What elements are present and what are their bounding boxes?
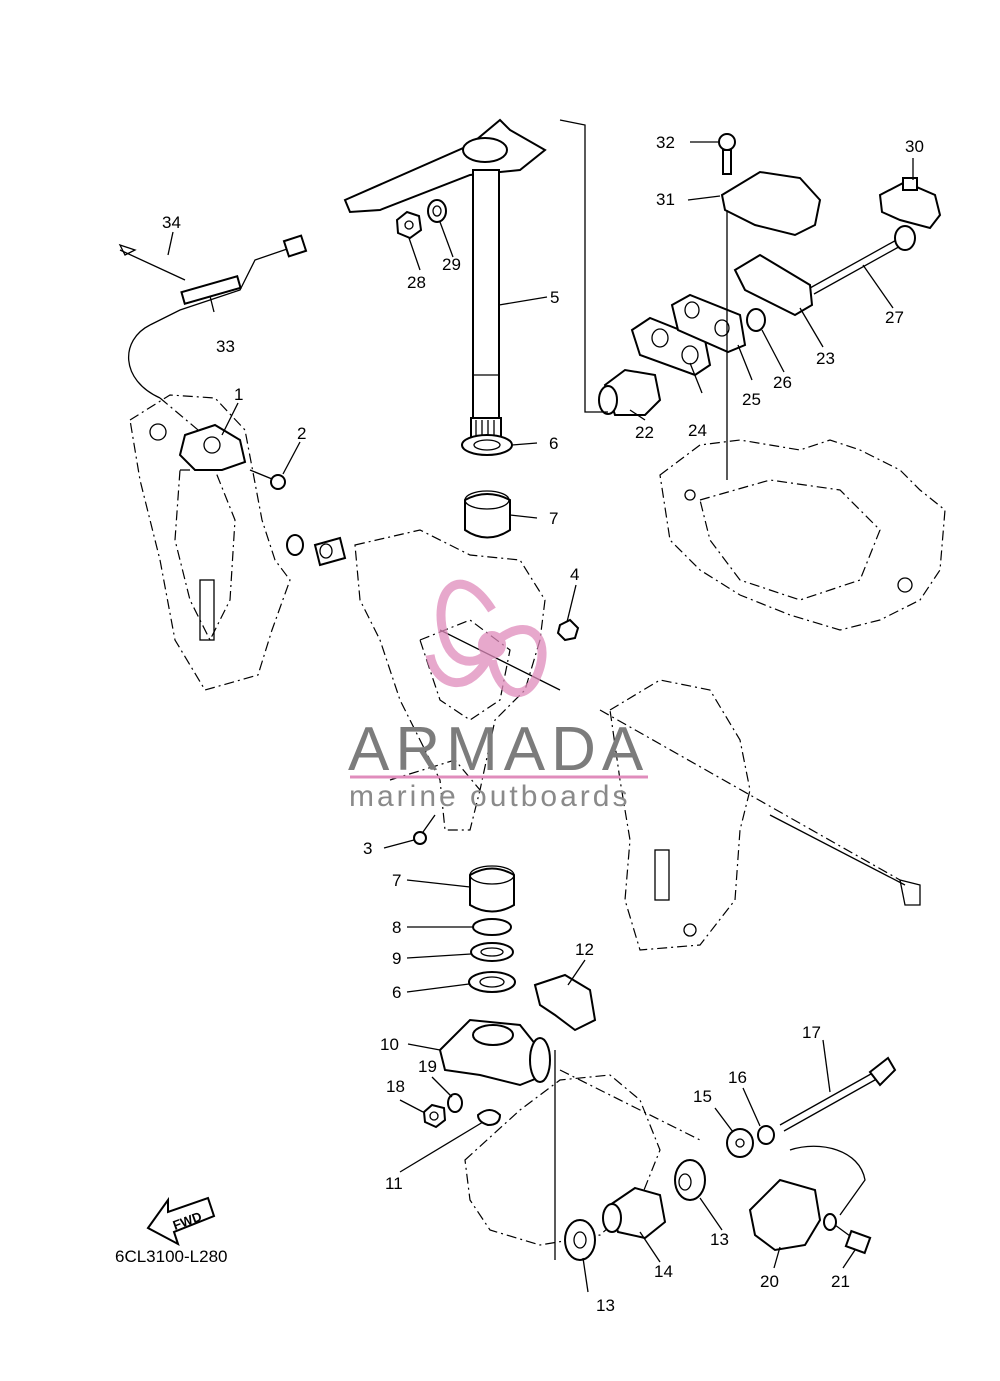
callout-31: 31 — [656, 190, 675, 209]
callout-14: 14 — [654, 1262, 673, 1281]
lower-mount-housing — [464, 1050, 701, 1260]
callout-8: 8 — [392, 918, 401, 937]
callout-12: 12 — [575, 940, 594, 959]
callout-26: 26 — [773, 373, 792, 392]
diagram-code: 6CL3100-L280 — [115, 1247, 227, 1266]
part-7-bushing-upper — [464, 490, 511, 539]
callout-32: 32 — [656, 133, 675, 152]
upper-casing — [659, 439, 946, 631]
callout-30: 30 — [905, 137, 924, 156]
callout-3: 3 — [363, 839, 372, 858]
callout-13-rear: 13 — [710, 1230, 729, 1249]
part-13-bushing-front — [564, 1219, 596, 1261]
swivel-pin-left — [286, 534, 347, 567]
callout-19: 19 — [418, 1057, 437, 1076]
armada-watermark: ARMADA marine outboards — [348, 579, 649, 813]
callout-17: 17 — [802, 1023, 821, 1042]
watermark-brand: ARMADA — [348, 715, 649, 784]
callout-1: 1 — [234, 385, 243, 404]
part-10-steering-arm — [438, 1018, 551, 1087]
part-22-mount-rubber — [598, 368, 662, 416]
callout-11: 11 — [385, 1174, 403, 1193]
part-3-screw — [413, 814, 436, 845]
part-30-clip — [878, 177, 942, 230]
part-15-washer — [726, 1128, 754, 1158]
callout-22: 22 — [635, 423, 654, 442]
callout-15: 15 — [693, 1087, 712, 1106]
callout-27: 27 — [885, 308, 904, 327]
callout-21: 21 — [831, 1272, 850, 1291]
callout-7-upper: 7 — [549, 509, 558, 528]
callout-13-front: 13 — [596, 1296, 615, 1315]
part-9-washer — [470, 942, 514, 962]
part-6-washer-lower — [468, 971, 516, 993]
part-16-washer — [757, 1125, 775, 1145]
part-2-screw — [249, 469, 286, 490]
callout-7-lower: 7 — [392, 871, 401, 890]
callout-23: 23 — [816, 349, 835, 368]
part-6-washer-upper — [461, 434, 513, 456]
part-8-o-ring — [472, 918, 512, 936]
callout-labels: 1 2 3 4 5 6 6 7 7 8 9 10 11 12 13 13 14 … — [162, 133, 924, 1315]
part-4-grease-nipple — [556, 618, 580, 642]
part-19-washer — [447, 1093, 463, 1113]
part-31-cover — [720, 170, 822, 237]
part-1-sensor — [178, 423, 247, 471]
callout-20: 20 — [760, 1272, 779, 1291]
part-12-stopper — [533, 973, 597, 1032]
right-clamp-bracket — [609, 679, 751, 951]
part-21-bolt — [823, 1213, 872, 1255]
part-28-nut — [395, 210, 423, 240]
callout-28: 28 — [407, 273, 426, 292]
callout-6-upper: 6 — [549, 434, 558, 453]
callout-9: 9 — [392, 949, 401, 968]
callout-10: 10 — [380, 1035, 399, 1054]
swivel-bracket — [354, 529, 546, 831]
callout-5: 5 — [550, 288, 559, 307]
through-bolt-right — [769, 814, 921, 906]
callout-29: 29 — [442, 255, 461, 274]
part-23-bracket-plate — [733, 253, 814, 317]
part-29-washer — [427, 199, 447, 223]
propeller-logo — [425, 579, 547, 697]
part-32-bolt — [718, 133, 736, 175]
part-20-cover — [748, 1145, 866, 1252]
part-18-nut — [422, 1103, 447, 1129]
part-13-bushing-rear — [674, 1159, 706, 1201]
part-7-bushing-lower — [469, 865, 515, 913]
callout-34: 34 — [162, 213, 181, 232]
watermark-tagline: marine outboards — [349, 780, 630, 813]
leader-lines — [167, 141, 914, 1293]
part-14-mount-rubber — [602, 1186, 667, 1240]
callout-6-lower: 6 — [392, 983, 401, 1002]
callout-16: 16 — [728, 1068, 747, 1087]
callout-2: 2 — [297, 424, 306, 443]
part-27-bolt — [809, 225, 916, 295]
part-26-washer — [746, 308, 766, 332]
fwd-arrow: FWD — [146, 1196, 216, 1247]
left-clamp-bracket — [129, 394, 291, 691]
callout-24: 24 — [688, 421, 707, 440]
part-5-steering-shaft — [343, 118, 547, 449]
callout-25: 25 — [742, 390, 761, 409]
callout-4: 4 — [570, 565, 579, 584]
part-17-bolt — [779, 1056, 897, 1132]
part-11-circlip — [476, 1109, 502, 1127]
callout-33: 33 — [216, 337, 235, 356]
callout-18: 18 — [386, 1077, 405, 1096]
